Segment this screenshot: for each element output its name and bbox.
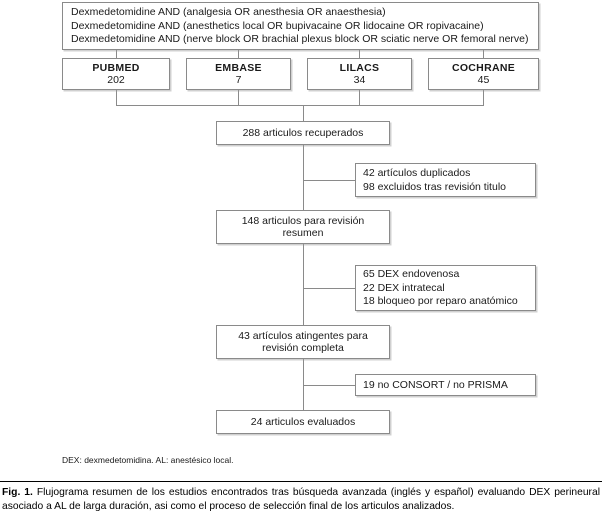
database-box-lilacs: LILACS 34 — [307, 58, 412, 90]
connector-query-to-cochrane — [483, 50, 484, 58]
database-name-cochrane: COCHRANE — [451, 61, 516, 74]
query-line-3: Dexmedetomidine AND (nerve block OR brac… — [71, 33, 529, 46]
flow-box-final-evaluated: 24 articulos evaluados — [216, 410, 390, 434]
exclusion-1-line-1: 42 artículos duplicados — [363, 167, 471, 180]
connector-pubmed-down — [116, 90, 117, 105]
database-count-pubmed: 202 — [107, 74, 125, 86]
connector-lilacs-down — [359, 90, 360, 105]
exclusion-1-line-2: 98 excluidos tras revisión titulo — [363, 180, 506, 193]
connector-bus-to-retrieved — [303, 105, 304, 121]
connector-query-to-embase — [238, 50, 239, 58]
exclusion-2-line-1: 65 DEX endovenosa — [363, 268, 460, 281]
figure-caption-text: Flujograma resumen de los estudios encon… — [2, 487, 600, 512]
connector-query-to-lilacs — [359, 50, 360, 58]
flow-box-retrieved: 288 articulos recuperados — [216, 121, 390, 145]
spine-full-to-final — [303, 359, 304, 410]
flow-box-abstract-review: 148 articulos para revisión resumen — [216, 210, 390, 244]
database-box-cochrane: COCHRANE 45 — [428, 58, 539, 90]
spine-retrieved-to-abstract — [303, 145, 304, 210]
flow-text-abstract-line2: resumen — [282, 227, 324, 239]
database-name-pubmed: PUBMED — [92, 61, 140, 74]
exclusion-box-consort-prisma: 19 no CONSORT / no PRISMA — [355, 374, 536, 396]
exclusion-2-line-3: 18 bloqueo por reparo anatómico — [363, 295, 518, 308]
query-line-1: Dexmedetomidine AND (analgesia OR anesth… — [71, 6, 386, 19]
branch-to-exclusion-3 — [303, 385, 355, 386]
database-count-cochrane: 45 — [477, 74, 490, 86]
exclusion-box-duplicates-titles: 42 artículos duplicados 98 excluidos tra… — [355, 163, 536, 197]
exclusion-box-route-reasons: 65 DEX endovenosa 22 DEX intratecal 18 b… — [355, 265, 536, 311]
exclusion-3-line-1: 19 no CONSORT / no PRISMA — [363, 378, 508, 391]
database-name-embase: EMBASE — [215, 61, 262, 74]
connector-query-to-pubmed — [116, 50, 117, 58]
caption-divider-rule — [0, 481, 602, 482]
flow-text-full-line2: revisión completa — [262, 342, 344, 354]
exclusion-2-line-2: 22 DEX intratecal — [363, 281, 445, 294]
connector-embase-down — [238, 90, 239, 105]
figure-label: Fig. 1. — [2, 487, 33, 498]
spine-abstract-to-full — [303, 244, 304, 325]
flow-text-abstract-line1: 148 articulos para revisión — [241, 214, 365, 227]
database-name-lilacs: LILACS — [339, 61, 380, 74]
flow-box-full-review: 43 artículos atingentes para revisión co… — [216, 325, 390, 359]
figure-caption: Fig. 1. Flujograma resumen de los estudi… — [2, 486, 600, 513]
database-count-embase: 7 — [235, 74, 242, 86]
database-count-lilacs: 34 — [353, 74, 366, 86]
flow-text-retrieved: 288 articulos recuperados — [242, 126, 364, 139]
database-box-pubmed: PUBMED 202 — [62, 58, 170, 90]
query-line-2: Dexmedetomidine AND (anesthetics local O… — [71, 19, 484, 32]
flow-text-full-line1: 43 artículos atingentes para — [238, 329, 368, 342]
search-query-box: Dexmedetomidine AND (analgesia OR anesth… — [62, 2, 539, 50]
branch-to-exclusion-2 — [303, 288, 355, 289]
database-box-embase: EMBASE 7 — [186, 58, 291, 90]
abbreviation-footnote: DEX: dexmedetomidina. AL: anestésico loc… — [62, 455, 234, 465]
flow-text-final: 24 articulos evaluados — [250, 415, 356, 428]
connector-database-bus — [116, 105, 484, 106]
branch-to-exclusion-1 — [303, 180, 355, 181]
connector-cochrane-down — [483, 90, 484, 105]
